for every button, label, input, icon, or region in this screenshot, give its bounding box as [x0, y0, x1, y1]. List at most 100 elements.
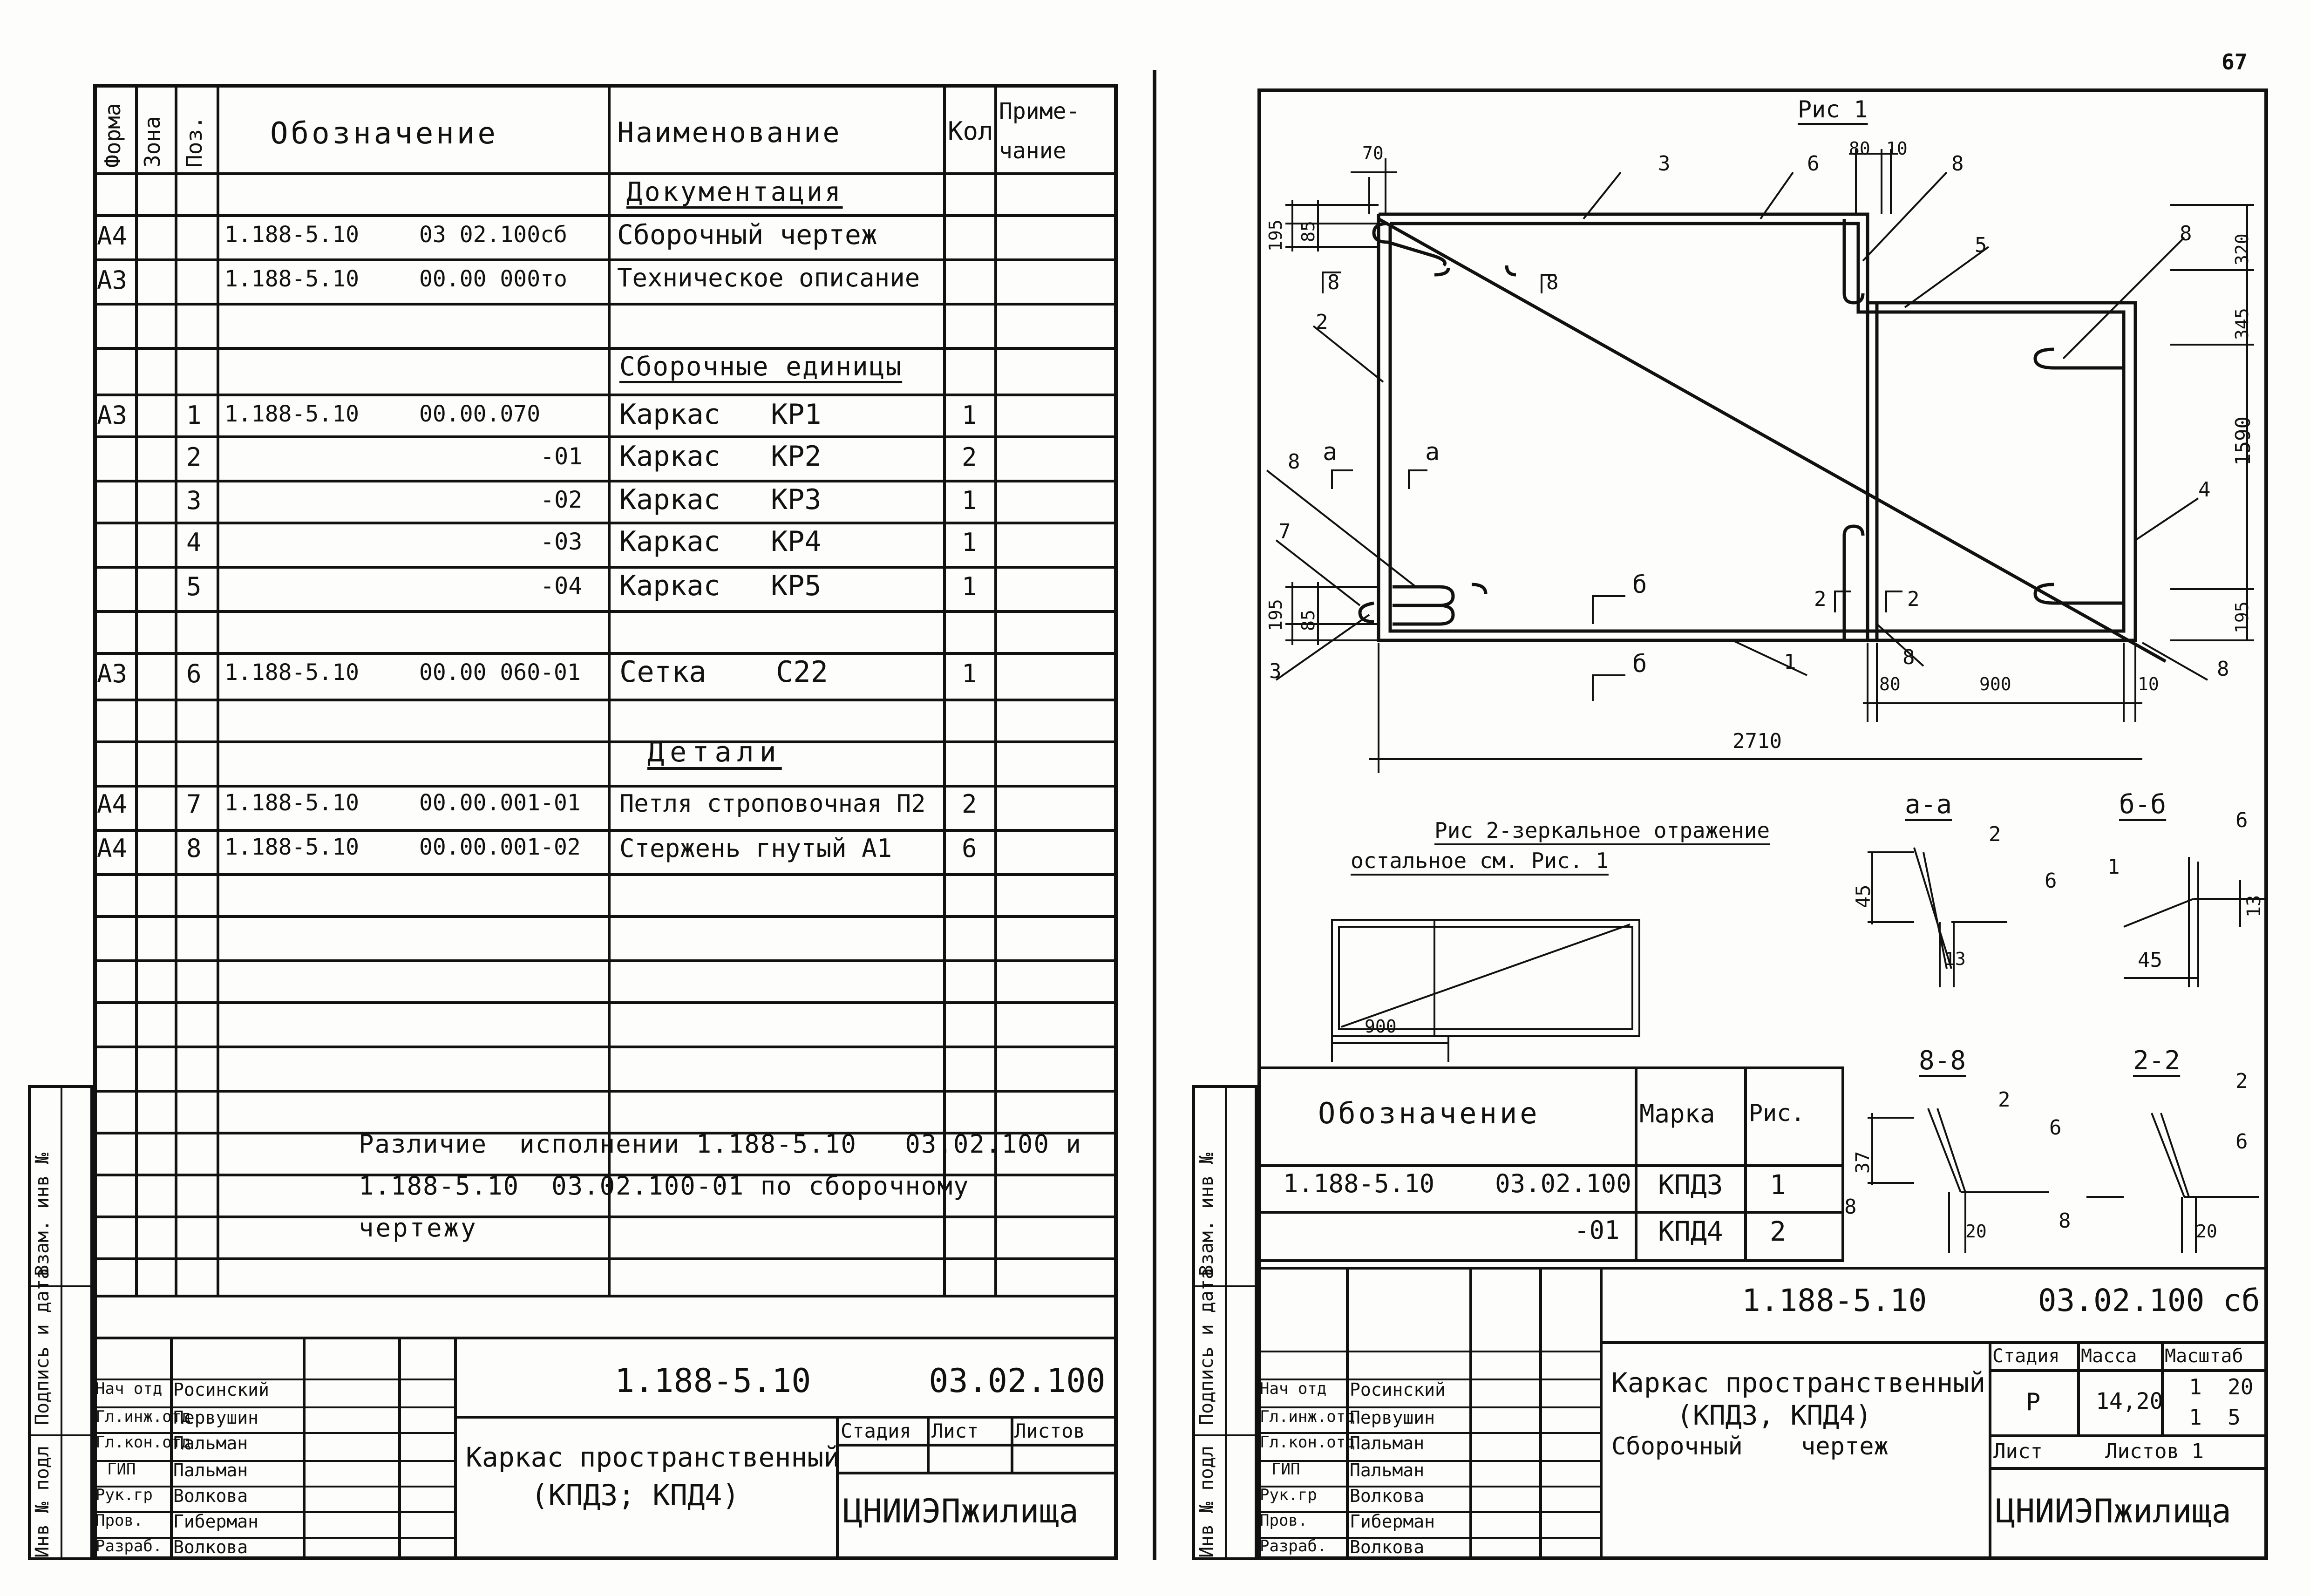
left-org: ЦНИИЭПжилища: [843, 1492, 1079, 1530]
text-stamp_roles-5: Пров.: [95, 1511, 143, 1530]
text-right-leaders-21: 2: [2235, 1069, 2248, 1093]
text-right-mtable-r2r: 2: [1770, 1216, 1786, 1247]
rule-line: [93, 566, 1118, 569]
text-stamp_names-5: Гиберман: [173, 1511, 259, 1532]
text-right-mtable-r2m: КПД4: [1658, 1216, 1723, 1247]
rule-line: [93, 829, 1118, 832]
text-right-leaders-10: 1: [1784, 650, 1796, 674]
page-number: 67: [2222, 49, 2248, 75]
fig1-label: Рис 1: [1798, 96, 1868, 123]
rule-line: [170, 1337, 173, 1560]
text-left-rows-7-d: 00.00 060-01: [419, 659, 581, 686]
text-right-dims-d195a: 195: [1265, 219, 1286, 251]
text-right-dims-d10b: 10: [2138, 674, 2159, 694]
rule-line: [927, 1416, 930, 1472]
text-stamp_names-4: Волкова: [1350, 1486, 1425, 1506]
rule-line: [93, 699, 1118, 701]
text-stamp_roles-3: ГИП: [1271, 1460, 1300, 1479]
text-right-cuts-a: а: [1323, 438, 1338, 466]
text-right-cuts-s2: 2: [1814, 587, 1827, 611]
text-left-rows-4-p: 3: [186, 486, 202, 515]
rule-line: [93, 480, 1118, 482]
rule-line: [93, 1046, 1118, 1048]
text-right-tb-sc2: 1 5: [2189, 1405, 2241, 1430]
text-stamp_roles-4: Рук.гр: [1260, 1486, 1317, 1504]
rule-line: [93, 785, 1118, 788]
text-left-rows-0-c: 1.188-5.10: [224, 222, 359, 248]
text-left-rows-3-n: Каркас КР2: [619, 440, 822, 473]
text-right-dims-d195b: 195: [1265, 599, 1286, 631]
text-left-rows-8-d: 00.00.001-01: [419, 790, 581, 816]
rule-line: [1192, 1285, 1257, 1287]
text-left-rows-8-c: 1.188-5.10: [224, 790, 359, 816]
rule-line: [93, 915, 1118, 918]
text-right-sec_dims-d37: 37: [1852, 1151, 1874, 1174]
rule-line: [454, 1416, 1118, 1419]
rule-line: [943, 84, 946, 1295]
rule-line: [93, 172, 1118, 175]
text-stamp_names-3: Пальман: [1350, 1460, 1425, 1481]
rule-line: [1989, 1434, 2268, 1437]
note-line-3: чертежу: [359, 1213, 478, 1243]
text-stamp_names-6: Волкова: [173, 1537, 248, 1557]
text-right-cuts-b: б: [1632, 650, 1647, 678]
note-line-1: Различие исполнении 1.188-5.10 03.02.100…: [359, 1129, 1082, 1159]
text-left-rows-8-p: 7: [186, 789, 202, 819]
text-right-mtable-ris: Рис.: [1749, 1100, 1805, 1127]
rule-line: [175, 84, 177, 1295]
text-right-tb-st: Р: [2026, 1388, 2041, 1416]
right-side-label-2: Подпись и дата: [1196, 1268, 1217, 1425]
text-stamp_names-2: Пальман: [1350, 1433, 1425, 1453]
rule-line: [1192, 1434, 1257, 1436]
text-right-mtable-r1m: КПД3: [1658, 1169, 1723, 1201]
text-right-mtable-r2c: -01: [1574, 1216, 1620, 1245]
text-right-mtable-oboz: Обозначение: [1318, 1096, 1540, 1130]
text-right-dims-d900b: 900: [1365, 1016, 1397, 1037]
text-left-rows-5-k: 1: [962, 528, 977, 557]
text-left-rows-1-d: 00.00 000то: [419, 266, 567, 292]
text-stamp_names-6: Волкова: [1350, 1537, 1425, 1557]
text-left-rows-9-p: 8: [186, 834, 202, 863]
rule-line: [93, 1295, 1118, 1297]
rule-line: [1469, 1267, 1472, 1560]
text-right-mtable-marka: Марка: [1639, 1099, 1715, 1128]
rule-line: [93, 740, 1118, 743]
text-right-leaders-23: 8: [2059, 1209, 2071, 1233]
text-right-tb-masshtab: Масштаб: [2165, 1345, 2243, 1367]
text-left-rows-3-p: 2: [186, 442, 202, 472]
text-right-cuts-s2: 2: [1907, 587, 1920, 611]
right-doc-code: 1.188-5.10 03.02.100 сб: [1742, 1283, 2260, 1318]
note-line-2: 1.188-5.10 03.02.100-01 по сборочному: [359, 1171, 970, 1201]
rule-line: [28, 1285, 93, 1287]
text-right-tb-sc1: 1 20: [2189, 1374, 2254, 1399]
rule-line: [93, 1132, 1118, 1134]
text-left-rows-3-k: 2: [962, 442, 977, 472]
rule-line: [93, 1432, 454, 1434]
rule-line: [1744, 1066, 1747, 1262]
rule-line: [93, 1486, 454, 1487]
text-stamp_roles-2: Гл.кон.отд: [1260, 1433, 1355, 1452]
text-stamp_roles-0: Нач отд: [95, 1379, 163, 1398]
rule-line: [398, 1337, 401, 1560]
text-left-rows-6-n: Каркас КР5: [619, 570, 822, 602]
text-stamp_roles-0: Нач отд: [1260, 1379, 1327, 1398]
left-doc-code: 1.188-5.10 03.02.100: [615, 1362, 1106, 1400]
text-right-tb-massa: Масса: [2081, 1345, 2137, 1367]
text-right-sec_dims-d20b: 20: [2196, 1221, 2217, 1242]
text-right-dims-d85b: 85: [1298, 610, 1318, 631]
rule-line: [1989, 1341, 1991, 1560]
text-left-rows-1-c: 1.188-5.10: [224, 266, 359, 292]
section-22: 2-2: [2133, 1046, 2181, 1076]
text-right-leaders-1: 6: [1807, 152, 1820, 176]
rule-line: [1989, 1369, 2268, 1372]
section-bb: б-б: [2119, 789, 2167, 820]
rule-line: [93, 1216, 1118, 1218]
text-right-leaders-8: 4: [2198, 478, 2211, 502]
text-left-rows-6-k: 1: [962, 572, 977, 601]
rule-line: [93, 1001, 1118, 1004]
text-stamp_names-5: Гиберман: [1350, 1511, 1435, 1532]
text-left-rows-7-k: 1: [962, 659, 977, 688]
rule-line: [1257, 1537, 1600, 1539]
text-right-dims-d85a: 85: [1298, 221, 1318, 242]
text-left-rows-1-n: Техническое описание: [617, 263, 920, 292]
